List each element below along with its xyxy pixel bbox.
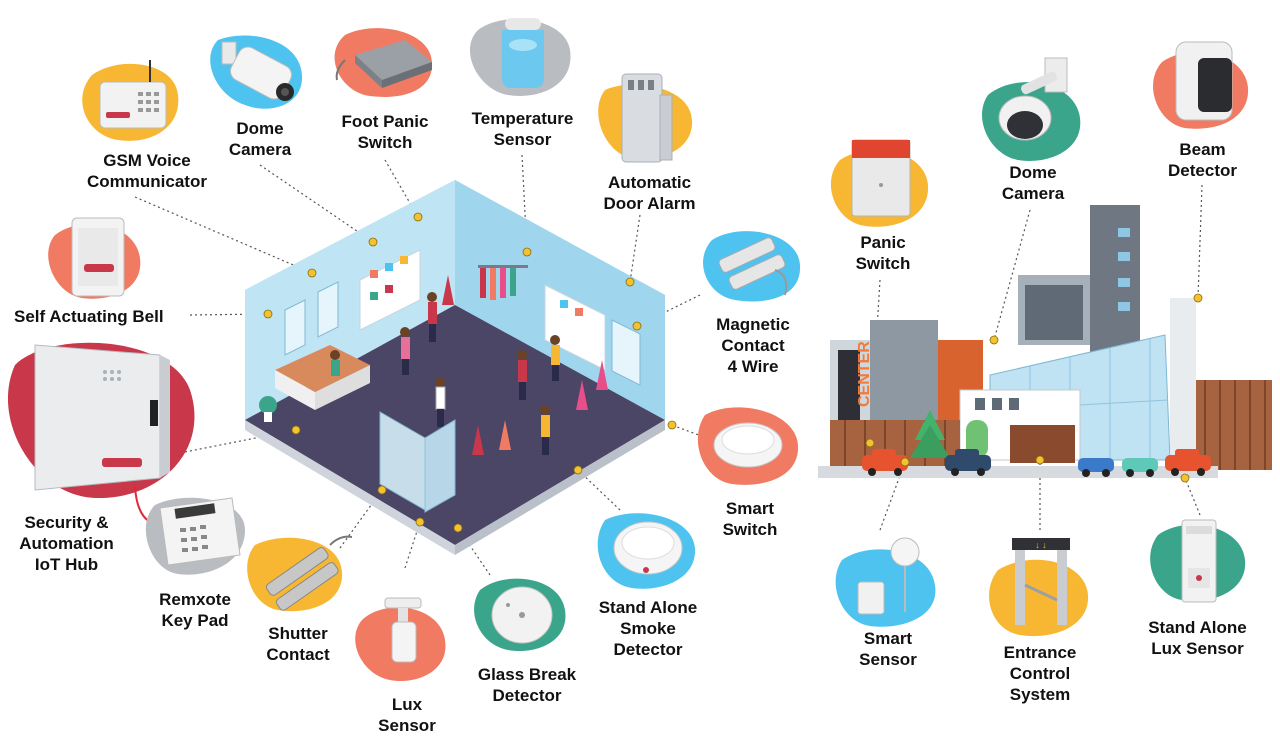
keypad-icon — [145, 497, 245, 575]
door-alarm-icon — [598, 73, 693, 163]
self-actuating-bell-label: Self Actuating Bell — [14, 307, 164, 326]
dome-camera-icon — [981, 57, 1081, 161]
sensor-dots-building — [865, 293, 1203, 483]
parked-cars — [862, 449, 1211, 477]
magnetic-contact-icon — [703, 231, 801, 302]
commercial-building-illustration: CENTER — [818, 205, 1272, 478]
smoke-detector-icon — [597, 513, 696, 589]
building-sign-text: CENTER — [856, 341, 873, 407]
dome-camera-icon — [210, 35, 303, 109]
panic-switch-icon — [830, 139, 929, 227]
glass-break-detector-icon — [474, 578, 566, 652]
sensor-dots-store — [263, 212, 677, 533]
shutter-contact-icon — [247, 535, 353, 612]
gsm-communicator-icon — [82, 60, 179, 141]
entrance-gate-arrows: ↓ ↓ — [1035, 540, 1047, 550]
entrance-gate-icon: ↓ ↓ — [989, 538, 1089, 637]
smart-switch-icon — [697, 407, 799, 485]
beam-detector-icon — [1153, 41, 1249, 129]
alarm-bell-icon — [48, 217, 141, 299]
shoppers — [330, 292, 560, 455]
din-rail-lux-sensor-icon — [1150, 519, 1246, 603]
iot-hub-panel-icon — [7, 342, 195, 499]
foot-panic-switch-icon — [334, 28, 433, 97]
retail-store-illustration — [245, 180, 665, 555]
smart-sensor-icon — [835, 537, 936, 627]
lux-sensor-icon — [355, 597, 446, 682]
temperature-sensor-icon — [469, 18, 571, 96]
